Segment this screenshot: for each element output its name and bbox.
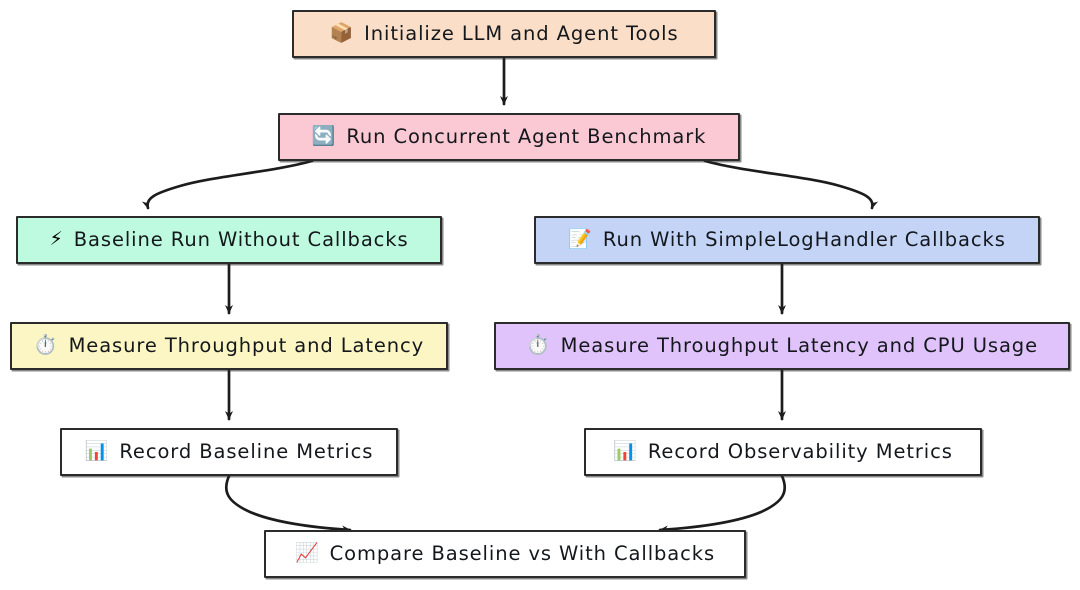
node-label: Measure Throughput and Latency — [68, 334, 425, 358]
node-label: Run Concurrent Agent Benchmark — [346, 125, 707, 149]
node-record-observability-metrics[interactable]: 📊 Record Observability Metrics — [584, 428, 982, 476]
node-label: Baseline Run Without Callbacks — [73, 228, 409, 252]
node-run-with-simpleloghandler-callbacks[interactable]: 📝 Run With SimpleLogHandler Callbacks — [534, 216, 1040, 264]
lightning-bolt-icon: ⚡ — [49, 227, 63, 250]
node-initialize-llm-and-agent-tools[interactable]: 📦 Initialize LLM and Agent Tools — [292, 10, 716, 58]
node-measure-throughput-latency-and-cpu-usage[interactable]: ⏱️ Measure Throughput Latency and CPU Us… — [494, 322, 1070, 370]
node-run-concurrent-agent-benchmark[interactable]: 🔄 Run Concurrent Agent Benchmark — [278, 113, 740, 161]
stopwatch-icon: ⏱️ — [33, 333, 58, 356]
repeat-refresh-icon: 🔄 — [311, 124, 336, 147]
edge-benchmark-to-baseline — [141, 159, 314, 210]
edge-record2-to-compare — [658, 474, 787, 534]
node-label: Initialize LLM and Agent Tools — [364, 22, 679, 46]
bar-chart-icon: 📊 — [84, 439, 109, 462]
node-compare-baseline-vs-with-callbacks[interactable]: 📈 Compare Baseline vs With Callbacks — [264, 530, 746, 578]
node-label: Record Observability Metrics — [647, 440, 953, 464]
edge-benchmark-to-withcb — [703, 159, 879, 210]
node-record-baseline-metrics[interactable]: 📊 Record Baseline Metrics — [60, 428, 398, 476]
node-label: Compare Baseline vs With Callbacks — [329, 542, 716, 566]
edge-record1-to-compare — [224, 474, 352, 534]
chart-increasing-icon: 📈 — [294, 541, 319, 564]
memo-pencil-icon: 📝 — [568, 227, 592, 250]
node-label: Measure Throughput Latency and CPU Usage — [560, 334, 1038, 358]
node-baseline-run-without-callbacks[interactable]: ⚡ Baseline Run Without Callbacks — [16, 216, 442, 264]
node-label: Run With SimpleLogHandler Callbacks — [602, 228, 1006, 252]
node-label: Record Baseline Metrics — [119, 440, 374, 464]
stopwatch-icon: ⏱️ — [526, 333, 550, 356]
bar-chart-icon: 📊 — [613, 439, 637, 462]
node-measure-throughput-and-latency[interactable]: ⏱️ Measure Throughput and Latency — [10, 322, 448, 370]
package-box-icon: 📦 — [329, 21, 354, 44]
